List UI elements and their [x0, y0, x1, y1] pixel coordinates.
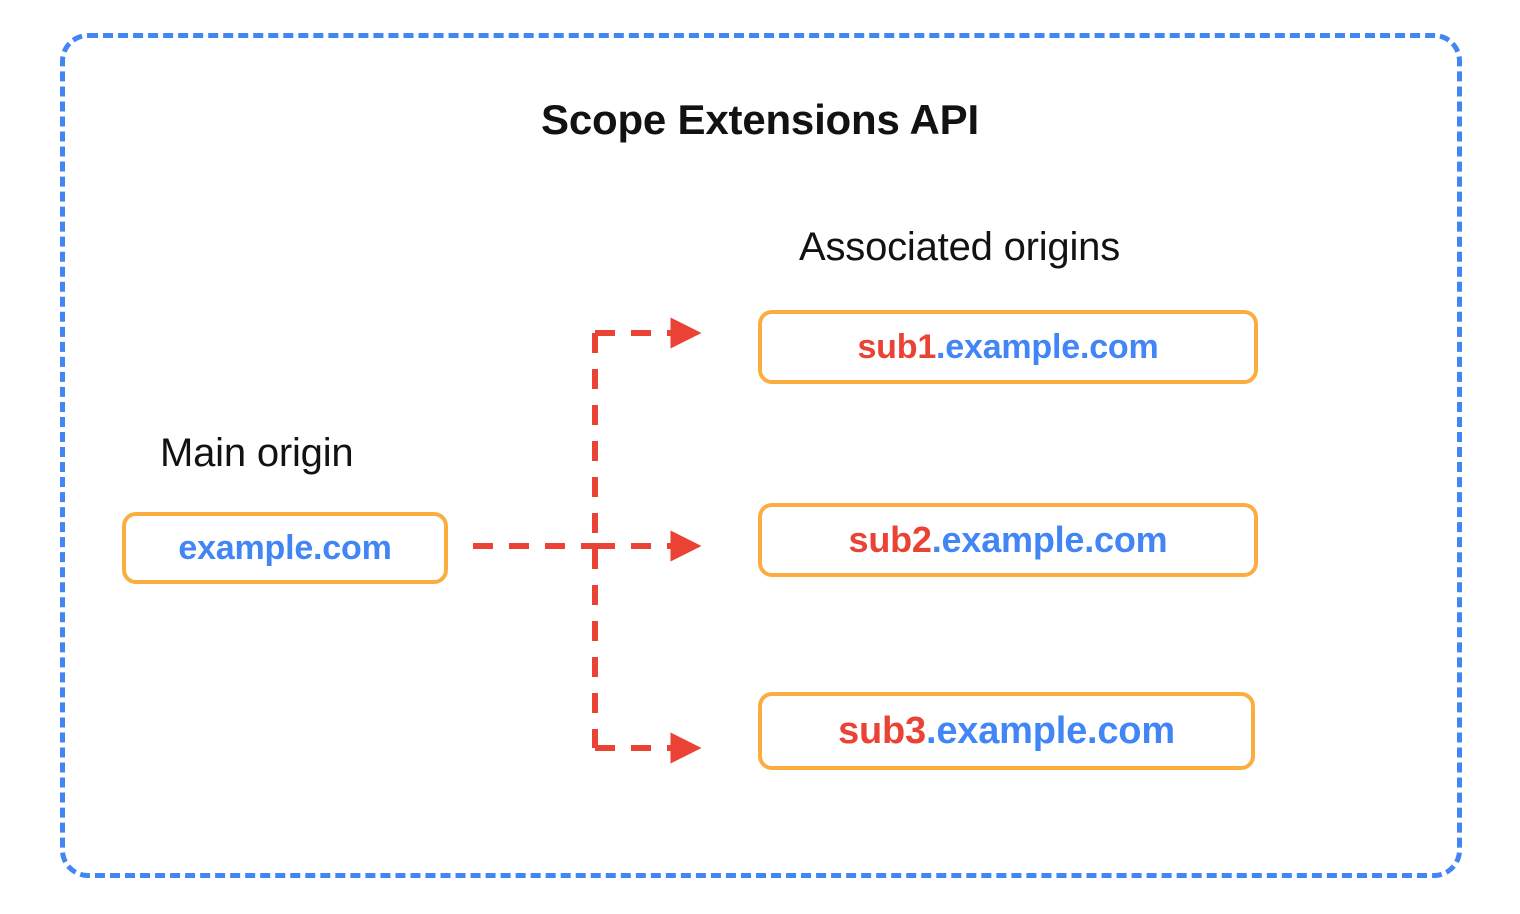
origin-prefix-sub3: sub3 — [838, 709, 926, 752]
origin-box-sub1[interactable]: sub1.example.com — [758, 310, 1258, 384]
origin-domain-sub3: .example.com — [925, 709, 1175, 752]
scope-extensions-frame — [60, 33, 1462, 878]
origin-domain-sub2: .example.com — [931, 519, 1168, 560]
origin-box-sub3[interactable]: sub3.example.com — [758, 692, 1255, 770]
origin-box-main[interactable]: example.com — [122, 512, 448, 584]
origin-text-sub2: sub2.example.com — [849, 519, 1168, 561]
origin-text-main: example.com — [178, 529, 391, 568]
origin-domain-main: example.com — [178, 528, 392, 567]
page-title: Scope Extensions API — [541, 96, 979, 143]
associated-origins-label: Associated origins — [799, 225, 1121, 269]
main-origin-label: Main origin — [160, 431, 354, 475]
origin-domain-sub1: .example.com — [936, 327, 1159, 366]
origin-text-sub3: sub3.example.com — [838, 710, 1175, 753]
origin-box-sub2[interactable]: sub2.example.com — [758, 503, 1258, 577]
origin-prefix-sub1: sub1 — [857, 327, 937, 366]
origin-prefix-sub2: sub2 — [848, 519, 932, 560]
origin-text-sub1: sub1.example.com — [857, 328, 1158, 367]
